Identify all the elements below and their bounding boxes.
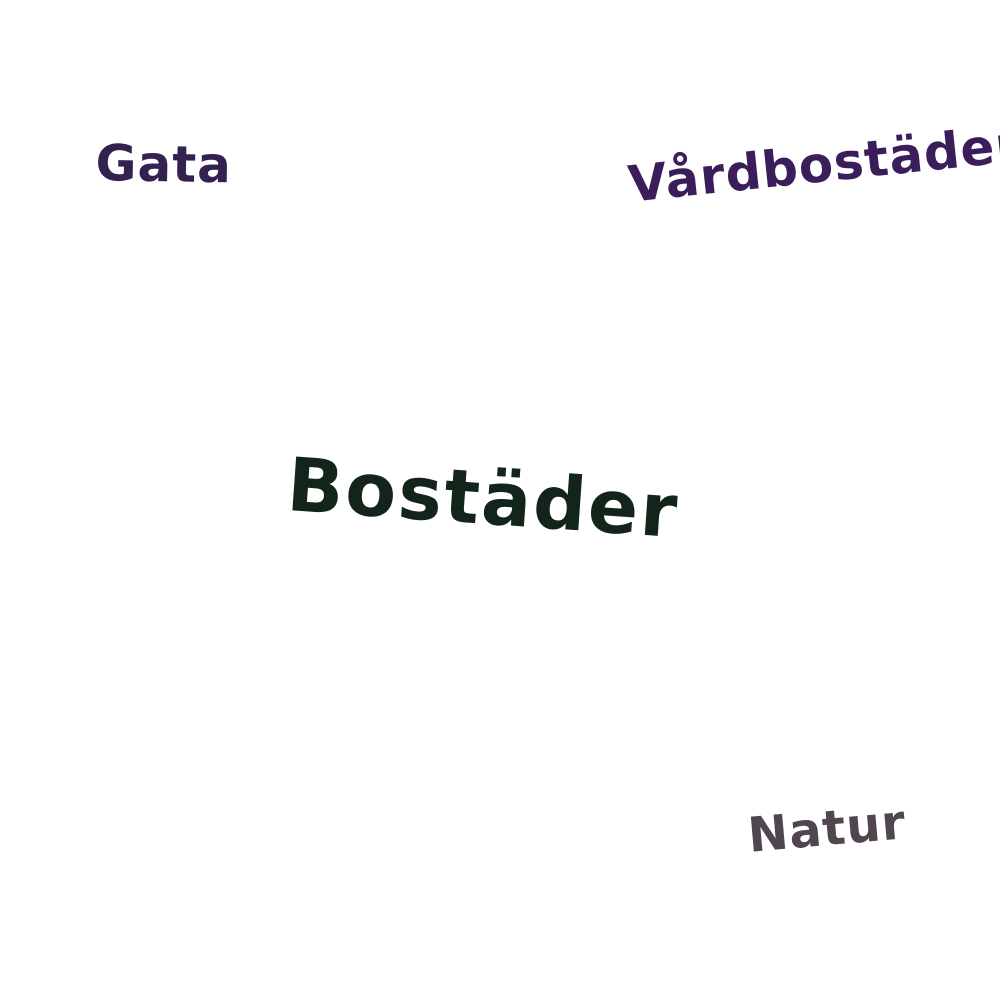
word-gata: Gata [95, 134, 233, 195]
word-vardbostader: Vårdbostäder [625, 114, 1000, 214]
word-natur: Natur [745, 794, 909, 864]
word-bostader: Bostäder [284, 442, 682, 556]
